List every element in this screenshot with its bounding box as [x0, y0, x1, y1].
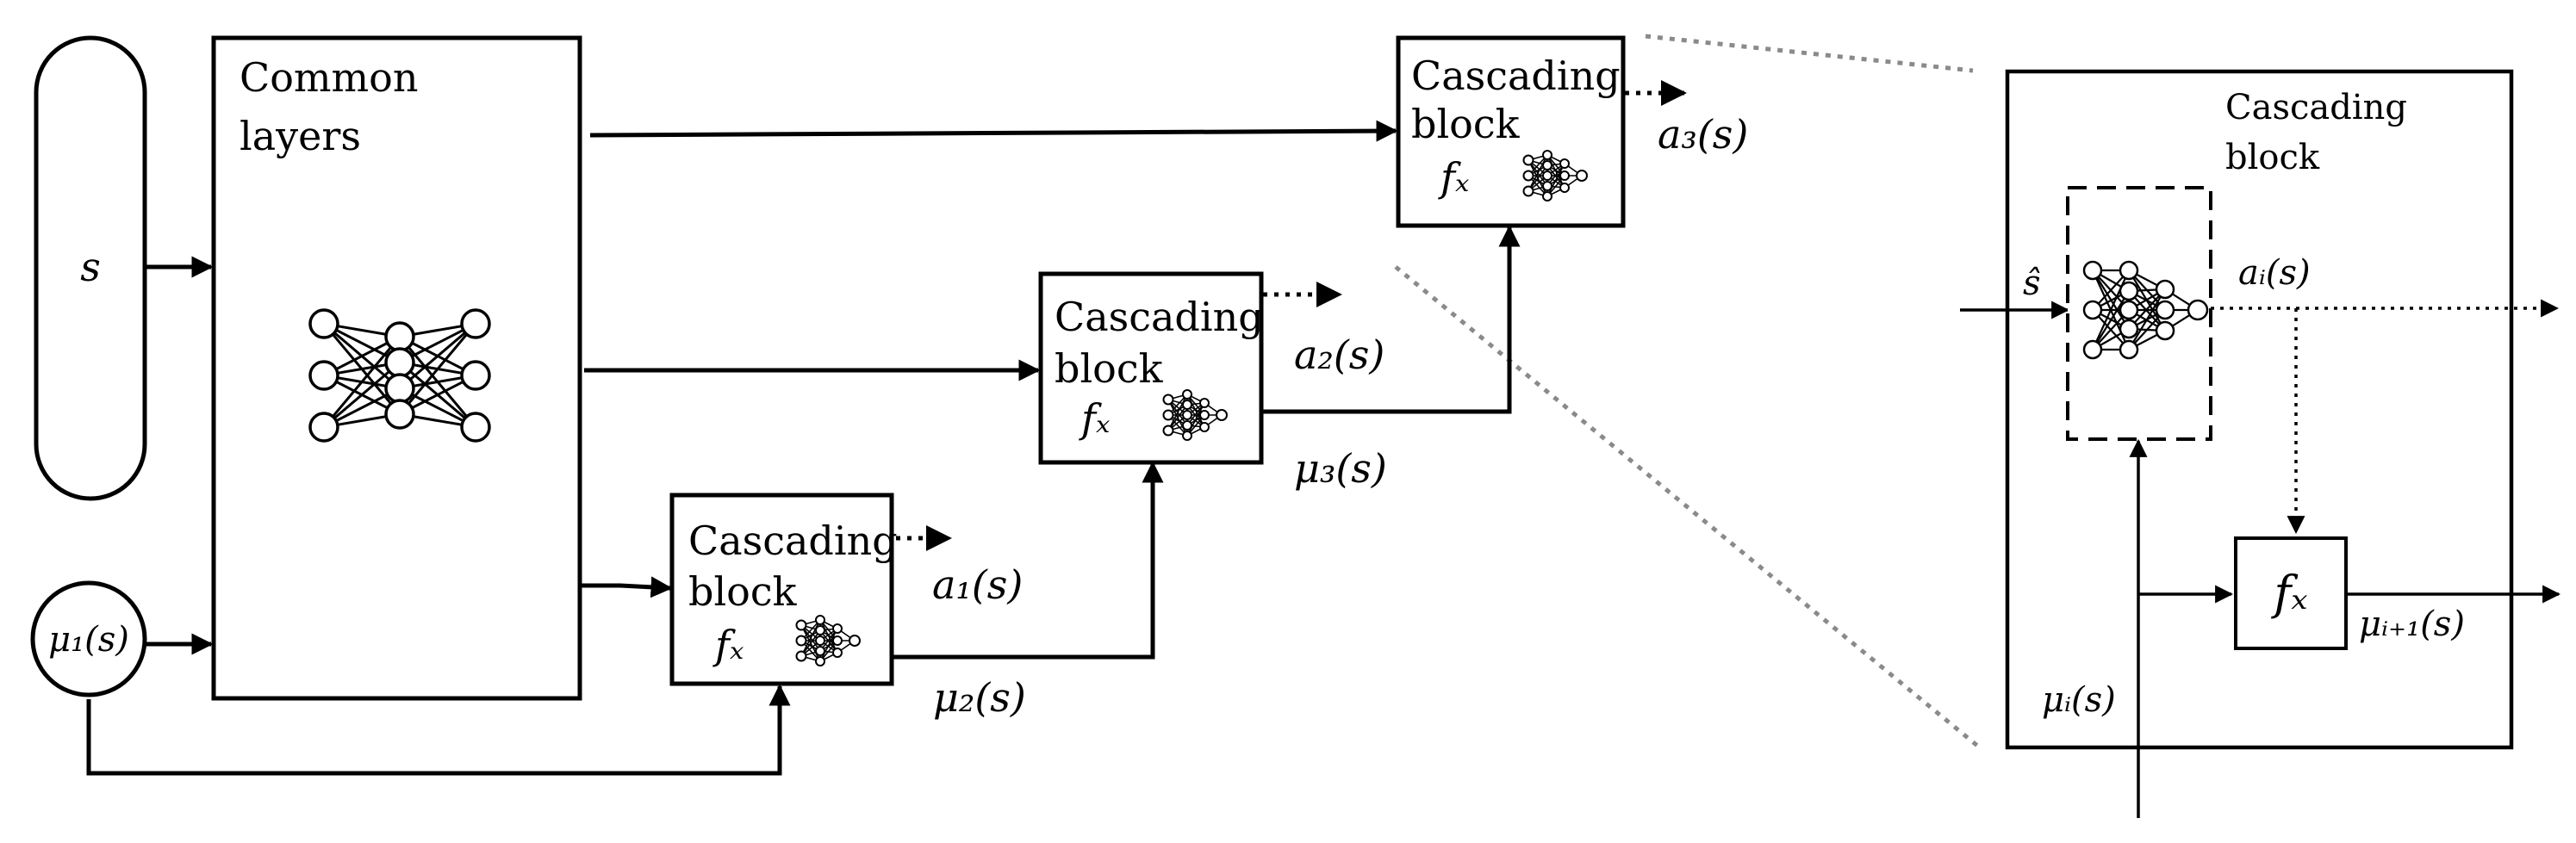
cascading-block-1-fx: fₓ — [712, 622, 744, 668]
action-a1-label: a₁(s) — [932, 561, 1023, 608]
zoom-guide-bottom — [1394, 265, 1983, 751]
detail-title-line2: block — [2225, 138, 2320, 177]
detail-title-line1: Cascading — [2225, 88, 2407, 127]
wire-common-to-block3 — [589, 120, 1398, 142]
detail-mu-in-label: μᵢ(s) — [2042, 680, 2116, 720]
common-layers-label-line2: layers — [240, 113, 361, 159]
cascading-block-1 — [669, 493, 894, 686]
mu1-input-label: μ₁(s) — [48, 620, 129, 660]
state-input-node — [34, 35, 147, 501]
cascading-block-3-label-line2: block — [1411, 101, 1521, 147]
cascading-block-1-label-line2: block — [688, 568, 798, 615]
mu1-input-node — [30, 580, 147, 697]
detail-fx-label: fₓ — [2270, 566, 2307, 620]
zoom-guide-top — [1645, 34, 1974, 73]
detail-fx-box — [2234, 536, 2348, 650]
wire-mu3-to-block3 — [1260, 225, 1521, 414]
cascading-block-1-label-line1: Cascading — [688, 518, 898, 564]
cascading-block-3-label-line1: Cascading — [1411, 53, 1621, 99]
cascading-block-2-label-line1: Cascading — [1055, 294, 1264, 340]
common-layers-label-line1: Common — [240, 54, 418, 101]
wire-mu1-to-block1 — [86, 684, 791, 776]
detail-input-label: ŝ — [2023, 263, 2041, 303]
action-a2-label: a₂(s) — [1294, 332, 1384, 378]
cascading-block-3-fx: fₓ — [1438, 154, 1469, 201]
state-input-label: s — [80, 244, 101, 290]
cascading-block-2-label-line2: block — [1055, 345, 1164, 392]
wire-common-to-block1 — [579, 576, 673, 598]
action-a3-label: a₃(s) — [1658, 111, 1748, 158]
cascading-block-2-fx: fₓ — [1079, 395, 1110, 442]
cascading-block-3 — [1396, 35, 1626, 228]
wire-mu2-to-block2 — [892, 461, 1164, 660]
mu2-label: μ₂(s) — [933, 674, 1026, 721]
detail-action-label: aᵢ(s) — [2238, 253, 2311, 293]
mu3-label: μ₃(s) — [1294, 445, 1387, 492]
common-layers-network-icon — [308, 308, 491, 443]
detail-mu-out-label: μᵢ₊₁(s) — [2359, 604, 2465, 644]
cascading-block-2 — [1038, 271, 1264, 465]
